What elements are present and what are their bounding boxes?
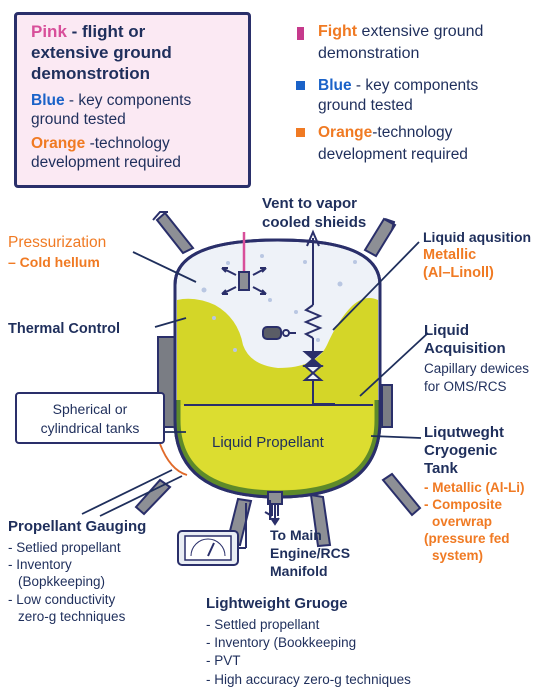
- liquid-acquisition-line1: Liquid: [424, 322, 469, 339]
- legend-pink-line-2: extensive ground: [31, 43, 172, 62]
- legend-blue-line-1: Blue - key components: [31, 92, 192, 109]
- legend-right-item2-line2: ground tested: [318, 97, 413, 114]
- lw-tank-line1: Liqutweght: [424, 424, 504, 441]
- legend-orange-line-2: development required: [31, 154, 181, 171]
- strut-bottom-center-right: [309, 493, 332, 548]
- propellant-gauging-item: - Setlied propellant: [8, 540, 121, 555]
- legend-right-item1-line1: Fight extensive ground: [318, 23, 484, 40]
- main-engine-line3: Manifold: [270, 563, 328, 579]
- strut-bottom-left: [134, 478, 172, 516]
- pink-swatch: [297, 27, 304, 40]
- propellant-gauging-title: Propellant Gauging: [8, 518, 147, 535]
- lightweight-gauge-item: - Settled propellant: [206, 617, 320, 632]
- liquid-aquisition-line2: Metallic: [423, 247, 477, 263]
- thermal-control-label: Thermal Control: [8, 321, 120, 337]
- side-panel-right: [381, 384, 393, 428]
- legend-right-item1-line2: demonstration: [318, 45, 420, 62]
- blue-swatch: [296, 81, 305, 90]
- lw-tank-line4: - Metallic (Al-Li): [424, 480, 525, 495]
- legend-pink-line-3: demonstrotion: [31, 64, 150, 83]
- lw-tank-line7: (pressure fed: [424, 531, 510, 546]
- tanks-box: Spherical or cylindrical tanks: [15, 392, 165, 444]
- lw-tank-line5: - Composite: [424, 497, 503, 512]
- lw-tank-line2: Cryogenic: [424, 442, 498, 459]
- legend-blue-line-2: ground tested: [31, 111, 126, 128]
- legend-pink-line-1: Pink - flight or: [31, 22, 146, 41]
- strut-tip-arrows: [152, 211, 396, 231]
- tank-body: [173, 238, 382, 499]
- legend-box: Pink - flight or extensive ground demons…: [14, 12, 251, 188]
- orange-swatch: [296, 128, 305, 137]
- liquid-aquisition-line1: Liquid aqusition: [423, 229, 532, 245]
- gauge-icon: [177, 503, 247, 566]
- vent-label-line1: Vent to vapor: [262, 195, 358, 212]
- lw-tank-line8: system): [432, 548, 484, 563]
- lightweight-gauge-title: Lightweight Gruoge: [206, 595, 348, 612]
- acquisition-device: [262, 326, 296, 340]
- lightweight-gauge-item: - PVT: [206, 653, 241, 668]
- vent-line: [302, 229, 335, 405]
- liquid-acquisition-line3: Capillary dewices: [424, 361, 530, 376]
- tanks-label-line2: cylindrical tanks: [40, 420, 140, 436]
- liquid-acquisition-line4: for OMS/RCS: [424, 379, 507, 394]
- legend-orange-line-1: Orange -technology: [31, 135, 170, 152]
- leader-lines: [81, 241, 429, 517]
- vent-label-line2: cooled shieids: [262, 214, 367, 231]
- liquid-propellant-label: Liquid Propellant: [212, 434, 324, 451]
- main-engine-line1: To Main: [270, 527, 322, 543]
- pressurization-diffuser: [221, 232, 267, 295]
- liquid-aquisition-line3: (Al–Linoll): [423, 265, 494, 281]
- strut-bottom-right: [381, 472, 422, 517]
- propellant-gauging-item: zero-g techniques: [18, 609, 126, 624]
- tanks-label-line1: Spherical or: [52, 401, 128, 417]
- propellant-gauging-item: - Inventory: [8, 557, 72, 572]
- main-engine-line2: Engine/RCS: [270, 545, 351, 561]
- pressurization-label: Pressurization: [8, 234, 107, 251]
- pressurization-sub-label: – Cold hellum: [8, 254, 100, 270]
- propellant-gauging-item: - Low conductivity: [8, 592, 116, 607]
- strut-top-right: [363, 217, 397, 258]
- liquid-acquisition-line2: Acquisition: [424, 340, 506, 357]
- lw-tank-line3: Tank: [424, 460, 458, 477]
- lightweight-gauge-item: - Inventory (Bookkeeping: [206, 635, 357, 650]
- legend-right-item3-line1: Orange-technology: [318, 124, 453, 141]
- lw-tank-line6: overwrap: [432, 514, 493, 529]
- strut-top-left: [155, 211, 195, 255]
- outlet-pipe: [264, 491, 283, 526]
- propellant-gauging-item: (Bopkkeeping): [18, 574, 106, 589]
- legend-right-item2-line1: Blue - key components: [318, 77, 479, 94]
- legend-right-item3-line2: development required: [318, 146, 468, 163]
- lightweight-gauge-item: - High accuracy zero-g techniques: [206, 672, 411, 687]
